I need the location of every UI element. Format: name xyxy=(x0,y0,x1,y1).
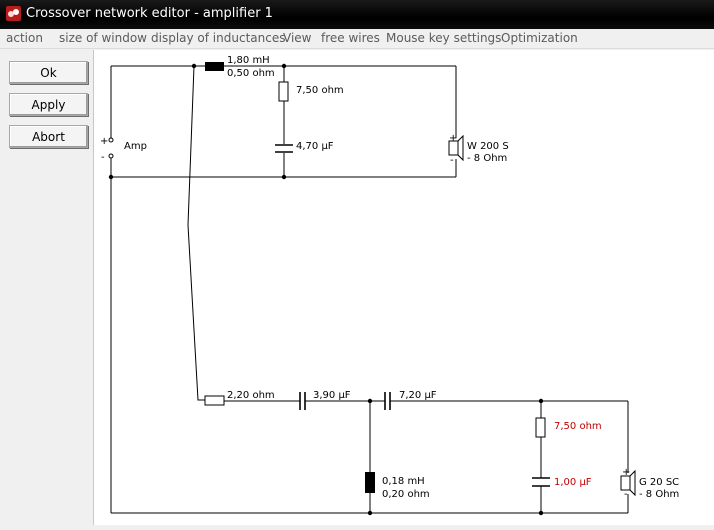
menu-display-of-inductances[interactable]: display of inductances xyxy=(151,31,286,45)
bottom-inductor-symbol[interactable] xyxy=(365,472,375,493)
bottom-capacitor2-symbol[interactable] xyxy=(384,392,391,410)
amp-terminals[interactable]: + - xyxy=(100,136,114,163)
tweeter-impedance: - 8 Ohm xyxy=(639,489,679,500)
bottom-capacitor2-value: 7,20 µF xyxy=(399,390,437,401)
window-title: Crossover network editor - amplifier 1 xyxy=(26,6,273,21)
bottom-resistor2-symbol[interactable] xyxy=(535,417,546,438)
top-inductor-resistance: 0,50 ohm xyxy=(227,68,275,79)
bottom-capacitor1-symbol[interactable] xyxy=(299,392,306,410)
top-resistor-symbol[interactable] xyxy=(278,81,289,102)
schematic: + - Amp 1,80 mH 0,50 ohm 7,50 ohm 4,70 µ… xyxy=(100,55,679,516)
menu-optimization[interactable]: Optimization xyxy=(501,31,578,45)
amp-plus: + xyxy=(100,136,108,147)
top-resistor-value: 7,50 ohm xyxy=(296,85,344,96)
woofer-impedance: - 8 Ohm xyxy=(467,153,507,164)
schematic-canvas[interactable]: + - Amp 1,80 mH 0,50 ohm 7,50 ohm 4,70 µ… xyxy=(93,50,714,525)
tweeter-speaker-icon[interactable] xyxy=(620,469,636,497)
bottom-resistor-value: 2,20 ohm xyxy=(227,390,275,401)
tweeter-name: G 20 SC xyxy=(639,477,679,488)
bottom-resistor2-value: 7,50 ohm xyxy=(554,421,602,432)
bottom-capacitor3-value: 1,00 µF xyxy=(554,477,592,488)
junction-dots xyxy=(108,63,544,516)
woofer-name: W 200 S xyxy=(467,141,509,152)
tweeter-minus: - xyxy=(624,489,628,500)
bottom-resistor-symbol[interactable] xyxy=(204,395,225,406)
bottom-inductor-value: 0,18 mH xyxy=(382,476,425,487)
apply-button[interactable]: Apply xyxy=(9,93,88,116)
top-capacitor-symbol[interactable] xyxy=(275,144,293,153)
woofer-speaker-icon[interactable] xyxy=(448,134,464,162)
menu-free-wires[interactable]: free wires xyxy=(321,31,380,45)
menu-bar: action size of window display of inducta… xyxy=(0,29,714,49)
menu-action[interactable]: action xyxy=(6,31,43,45)
top-capacitor-value: 4,70 µF xyxy=(296,141,334,152)
tweeter-plus: + xyxy=(622,467,630,478)
amp-minus: - xyxy=(101,152,105,163)
bottom-inductor-resistance: 0,20 ohm xyxy=(382,489,430,500)
menu-size-of-window[interactable]: size of window xyxy=(59,31,147,45)
title-bar: Crossover network editor - amplifier 1 xyxy=(0,0,714,29)
bottom-capacitor1-value: 3,90 µF xyxy=(313,390,351,401)
top-inductor-value: 1,80 mH xyxy=(227,55,270,66)
app-icon xyxy=(6,6,21,21)
bottom-capacitor3-symbol[interactable] xyxy=(532,477,550,487)
woofer-minus: - xyxy=(450,155,454,166)
woofer-plus: + xyxy=(449,133,457,144)
amp-label: Amp xyxy=(124,141,147,152)
menu-view[interactable]: View xyxy=(283,31,312,45)
abort-button[interactable]: Abort xyxy=(9,125,88,148)
ok-button[interactable]: Ok xyxy=(9,61,88,84)
top-inductor-symbol[interactable] xyxy=(205,62,224,71)
menu-mouse-key-settings[interactable]: Mouse key settings xyxy=(386,31,502,45)
button-panel: Ok Apply Abort xyxy=(0,50,93,525)
